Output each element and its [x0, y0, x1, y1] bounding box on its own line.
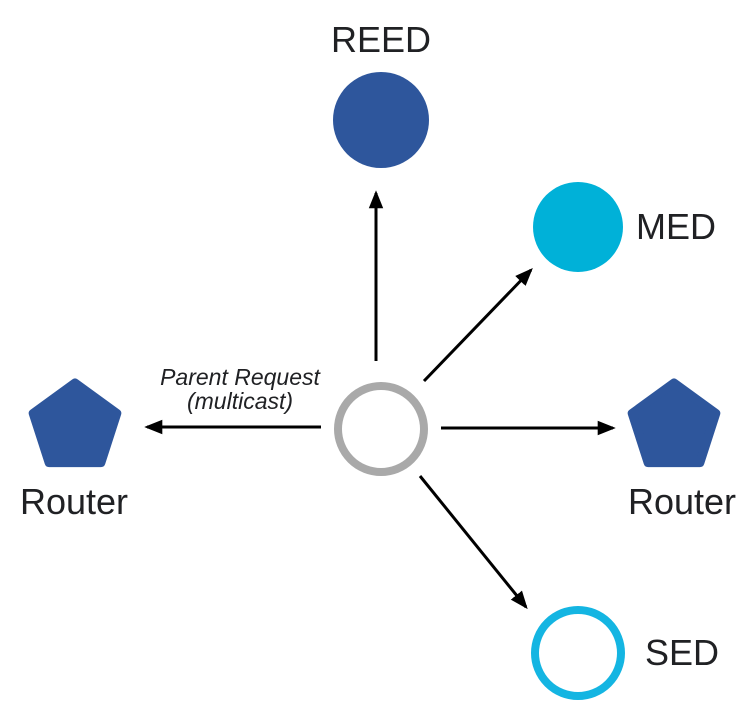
- med-node: [533, 182, 623, 272]
- parent-request-annotation-line1: Parent Request: [160, 364, 321, 390]
- reed-label: REED: [331, 19, 431, 60]
- arrow-to-med: [422, 268, 533, 383]
- router-right-label: Router: [628, 481, 736, 522]
- router-left-label: Router: [20, 481, 128, 522]
- med-label: MED: [636, 206, 716, 247]
- arrow-to-sed: [418, 475, 528, 610]
- router-left-node: [28, 378, 122, 468]
- sed-node: [531, 606, 625, 700]
- sed-label: SED: [645, 632, 719, 673]
- reed-node: [333, 72, 429, 168]
- parent-request-annotation-line2: (multicast): [187, 388, 293, 414]
- router-right-node: [627, 378, 721, 468]
- attaching-device-node: [334, 382, 428, 476]
